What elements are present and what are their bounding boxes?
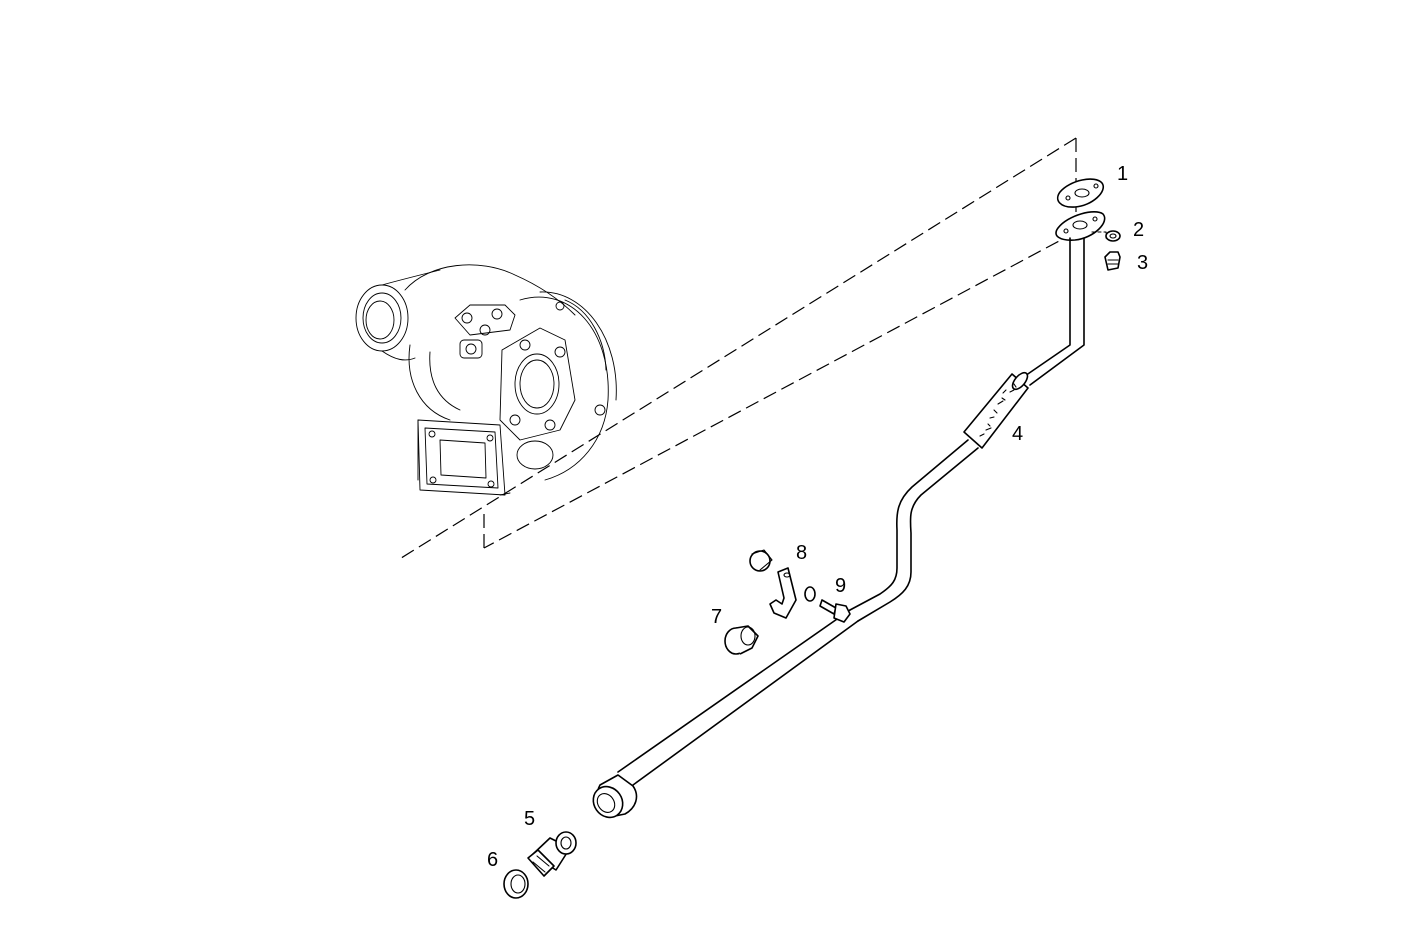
callout-6: 6 [487,849,498,871]
callout-9: 9 [835,575,846,597]
callout-leaders [1091,231,1107,239]
pipe-flange [1055,211,1106,241]
callout-8: 8 [796,542,807,564]
part-9-bolt [804,586,851,623]
assembly-reference-dashed-lines [397,137,1077,561]
part-4-oil-pipe [592,237,1085,819]
callout-7: 7 [711,606,722,628]
callout-5: 5 [524,808,535,830]
callout-2: 2 [1133,219,1144,241]
part-8-clamp [749,549,797,619]
callout-1: 1 [1117,163,1128,185]
callout-labels: 1 2 3 4 5 6 7 8 9 [487,163,1148,871]
sleeve-texture [979,383,1017,437]
turbocharger-outline [355,264,617,496]
part-6-sealing-ring [503,869,529,899]
part-3-screw [1104,251,1121,271]
callout-4: 4 [1012,423,1023,445]
part-7-grommet [724,625,759,655]
part-2-washer [1105,230,1121,242]
part-5-union [527,831,577,877]
callout-3: 3 [1137,252,1148,274]
part-1-gaskets [1056,178,1105,208]
